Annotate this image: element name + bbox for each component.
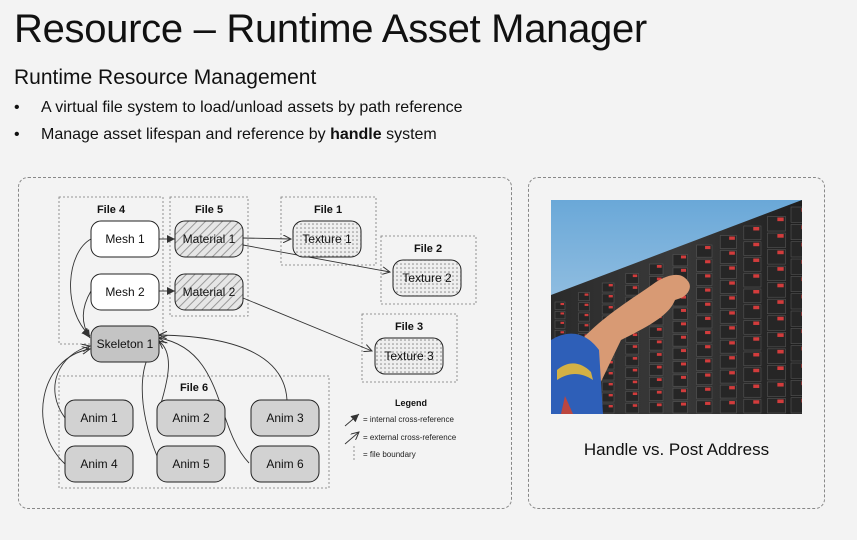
- slide-title: Resource – Runtime Asset Manager: [14, 7, 647, 51]
- file1-boundary: [280, 196, 377, 266]
- bullet-bold-text: handle: [330, 126, 382, 143]
- texture1-label: Texture 1: [302, 232, 352, 246]
- edge-anim4-skeleton: [42, 349, 90, 465]
- bullet-list: A virtual file system to load/unload ass…: [14, 96, 463, 150]
- file1-label: File 1: [314, 204, 342, 216]
- edge-material2-texture3: [242, 297, 372, 351]
- skeleton1-node: [90, 325, 160, 363]
- slide-subtitle: Runtime Resource Management: [14, 66, 317, 89]
- anim3-label: Anim 3: [266, 411, 304, 425]
- legend-title: Legend: [395, 398, 427, 408]
- file5-boundary: [169, 196, 249, 317]
- file2-label: File 2: [414, 243, 442, 255]
- legend: Legend = internal cross-reference = exte…: [344, 398, 457, 460]
- edge-anim3-skeleton: [159, 335, 288, 401]
- file6-label: File 6: [180, 382, 208, 394]
- mesh1-label: Mesh 1: [105, 232, 145, 246]
- anim2-node: [156, 399, 226, 437]
- file5-label: File 5: [195, 204, 223, 216]
- file3-boundary: [361, 313, 458, 383]
- material2-label: Material 2: [183, 285, 236, 299]
- edge-mesh2-skeleton: [82, 290, 92, 339]
- material1-node: [174, 220, 244, 258]
- legend-boundary-label: = file boundary: [363, 450, 416, 459]
- anim2-label: Anim 2: [172, 411, 210, 425]
- mesh1-node: [90, 220, 160, 258]
- file3-label: File 3: [395, 321, 423, 333]
- file6-boundary: [58, 375, 330, 489]
- skeleton1-label: Skeleton 1: [97, 337, 154, 351]
- texture3-node: [374, 337, 444, 375]
- edge-anim1-skeleton: [54, 346, 90, 419]
- texture2-label: Texture 2: [402, 271, 452, 285]
- photo-caption: Handle vs. Post Address: [583, 440, 770, 459]
- anim4-node: [64, 445, 134, 483]
- anim4-label: Anim 4: [80, 457, 118, 471]
- anim3-node: [250, 399, 320, 437]
- texture2-node: [392, 259, 462, 297]
- anim5-label: Anim 5: [172, 457, 210, 471]
- file4-boundary: [58, 196, 164, 345]
- mesh2-label: Mesh 2: [105, 285, 145, 299]
- texture1-node: [292, 220, 362, 258]
- photo-panel: Handle vs. Post Address: [528, 177, 825, 509]
- post-office-boxes-photo: [551, 200, 802, 414]
- edge-anim6-skeleton: [159, 338, 250, 464]
- edge-material1-texture2: [242, 244, 390, 272]
- legend-internal-arrow: [344, 413, 360, 427]
- material2-node: [174, 273, 244, 311]
- bullet-item: A virtual file system to load/unload ass…: [14, 96, 463, 123]
- legend-external-label: = external cross-reference: [363, 433, 457, 442]
- bullet-text: Manage asset lifespan and reference by: [41, 126, 331, 143]
- edge-mesh1-skeleton: [70, 238, 92, 337]
- material1-label: Material 1: [183, 232, 236, 246]
- bullet-text: A virtual file system to load/unload ass…: [41, 99, 463, 116]
- texture3-label: Texture 3: [384, 349, 434, 363]
- bullet-text: system: [381, 126, 437, 143]
- legend-internal-label: = internal cross-reference: [363, 415, 454, 424]
- anim5-node: [156, 445, 226, 483]
- anim1-label: Anim 1: [80, 411, 118, 425]
- anim1-node: [64, 399, 134, 437]
- edge-material1-texture1: [242, 238, 291, 239]
- diagram-panel: File 4 File 5 File 1 File 2 File 3 File …: [18, 177, 512, 509]
- mesh2-node: [90, 273, 160, 311]
- bullet-item: Manage asset lifespan and reference by h…: [14, 123, 463, 150]
- legend-external-arrow: [344, 432, 359, 445]
- file4-label: File 4: [97, 204, 126, 216]
- anim6-node: [250, 445, 320, 483]
- resource-diagram: File 4 File 5 File 1 File 2 File 3 File …: [42, 196, 477, 489]
- anim6-label: Anim 6: [266, 457, 304, 471]
